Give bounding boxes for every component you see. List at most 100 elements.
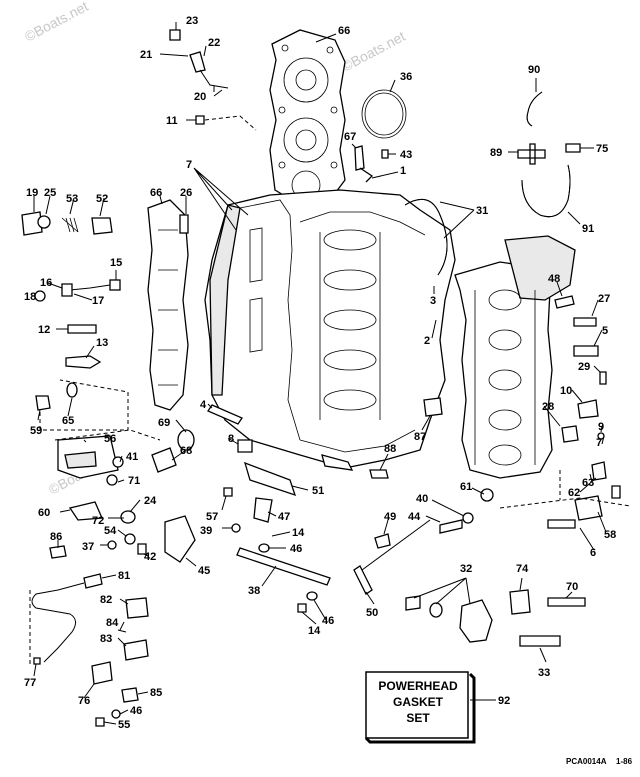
callout: 28 xyxy=(542,401,554,413)
screw-29 xyxy=(599,371,607,385)
callout: 87 xyxy=(414,431,426,443)
callout: 71 xyxy=(128,475,140,487)
callout: 66 xyxy=(150,187,162,199)
callout: 85 xyxy=(150,687,162,699)
housing-56-face xyxy=(64,451,97,469)
callout: 49 xyxy=(384,511,396,523)
callout: 31 xyxy=(476,205,488,217)
washer-65 xyxy=(66,382,78,398)
callout: 16 xyxy=(40,277,52,289)
bolt-27 xyxy=(573,317,597,327)
callout: 77 xyxy=(24,677,36,689)
callout: 72 xyxy=(92,515,104,527)
callout: 45 xyxy=(198,565,210,577)
o-ring-inner xyxy=(364,92,404,136)
connector xyxy=(189,51,206,73)
housing-19 xyxy=(21,211,43,236)
callout: 43 xyxy=(400,149,412,161)
callout: 41 xyxy=(126,451,138,463)
callout: 74 xyxy=(516,563,529,575)
callout: 66 xyxy=(338,25,350,37)
end-77 xyxy=(33,657,41,665)
callout: 18 xyxy=(24,291,36,303)
callout: 9 xyxy=(598,421,604,433)
callout: 4 xyxy=(200,399,207,411)
callout: 63 xyxy=(582,477,594,489)
callout: 21 xyxy=(140,49,152,61)
callout: 13 xyxy=(96,337,108,349)
leader-dash xyxy=(204,115,257,131)
callout: 46 xyxy=(322,615,334,627)
callout: 40 xyxy=(416,493,428,505)
callout: 46 xyxy=(130,705,142,717)
clip-86 xyxy=(49,545,67,559)
callout: 61 xyxy=(460,481,472,493)
callout: 42 xyxy=(144,551,156,563)
sender-76 xyxy=(91,661,113,685)
callout: 39 xyxy=(200,525,212,537)
o-ring xyxy=(361,89,407,139)
washer-32b xyxy=(429,602,443,618)
callout: 14 xyxy=(292,527,305,539)
callout: 25 xyxy=(44,187,56,199)
bolt-6 xyxy=(547,519,576,529)
group-bracket xyxy=(39,379,129,431)
gasket-box-line1: POWERHEAD xyxy=(378,679,458,693)
callout: 17 xyxy=(92,295,104,307)
washer-18 xyxy=(34,290,46,302)
callout: 1 xyxy=(400,165,406,177)
screw-11 xyxy=(195,115,205,125)
callout: 67 xyxy=(344,131,356,143)
cap xyxy=(169,29,181,41)
block-87 xyxy=(423,397,443,417)
screw-8 xyxy=(237,439,253,453)
screw-7 xyxy=(611,485,621,499)
gasket-box-line3: SET xyxy=(406,711,430,725)
link-rod-38 xyxy=(236,547,331,586)
callout: 70 xyxy=(566,581,578,593)
callout: 58 xyxy=(604,529,616,541)
callout: 51 xyxy=(312,485,324,497)
pin-84 xyxy=(117,629,127,633)
washer-46 xyxy=(258,543,270,553)
callout: 3 xyxy=(430,295,436,307)
callout: 84 xyxy=(106,617,119,629)
callout: 11 xyxy=(166,115,178,127)
hose-90 xyxy=(526,91,543,127)
spring-53 xyxy=(61,217,79,233)
callout: 90 xyxy=(528,64,540,76)
callout: 15 xyxy=(110,257,122,269)
elbow-fitting xyxy=(565,143,581,153)
spark-plug xyxy=(65,355,102,369)
clip-14 xyxy=(297,603,307,613)
plug-85 xyxy=(121,687,139,703)
clip-60 xyxy=(68,501,103,521)
callout: 46 xyxy=(290,543,302,555)
washer-46b xyxy=(306,591,318,601)
callout: 7 xyxy=(186,159,192,171)
callout: 60 xyxy=(38,507,50,519)
callout: 36 xyxy=(400,71,412,83)
callout: 48 xyxy=(548,273,560,285)
callout-labels: 23 21 22 20 11 66 36 90 67 43 1 89 75 7 … xyxy=(24,15,616,731)
gasket-25 xyxy=(37,215,51,229)
callout: 53 xyxy=(66,193,78,205)
bolt-70 xyxy=(547,597,586,607)
sensor-wire xyxy=(69,284,111,291)
solenoid-32 xyxy=(459,599,493,643)
clip-49 xyxy=(374,533,391,549)
callout: 92 xyxy=(498,695,510,707)
callout: 19 xyxy=(26,187,38,199)
leader-lines xyxy=(33,22,607,725)
bushing-74 xyxy=(509,589,531,615)
bracket-67 xyxy=(354,145,374,183)
washer-37 xyxy=(107,540,117,550)
callout: 37 xyxy=(82,541,94,553)
callout: 83 xyxy=(100,633,112,645)
tee-fitting xyxy=(517,143,546,165)
callout: 50 xyxy=(366,607,378,619)
callout: 26 xyxy=(180,187,192,199)
callout: 7 xyxy=(596,437,602,449)
